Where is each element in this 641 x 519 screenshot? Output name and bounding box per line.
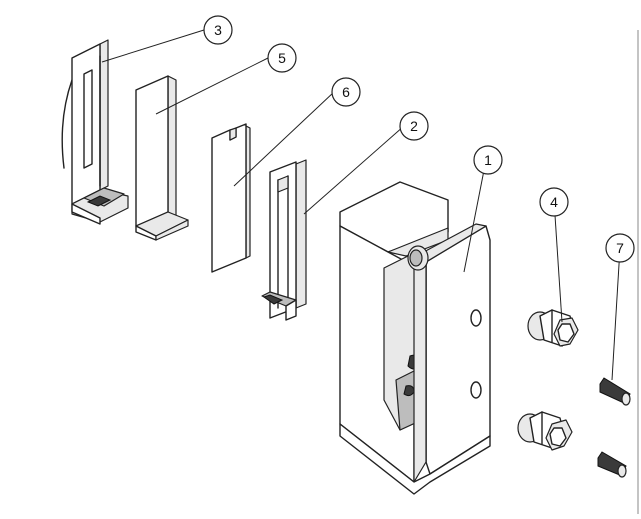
leader-7 — [611, 247, 621, 381]
callout-2-label: 2 — [410, 118, 418, 134]
part-4-hex-bushing-lower — [517, 411, 573, 451]
part-1-main-block — [339, 181, 491, 495]
part-4-hex-bushing-upper — [527, 309, 579, 347]
part-3-slotted-bracket — [61, 39, 129, 225]
leader-1 — [463, 159, 487, 273]
part-2-channel-slide — [261, 159, 307, 321]
callout-7-label: 7 — [616, 240, 624, 256]
callout-7: 7 — [605, 233, 635, 263]
part-6-notched-plate — [211, 123, 251, 273]
callout-3-label: 3 — [214, 22, 222, 38]
callout-5-label: 5 — [278, 50, 286, 66]
leader-6 — [233, 91, 335, 187]
leader-2 — [303, 125, 405, 215]
leader-3 — [101, 29, 205, 63]
leader-4 — [553, 199, 563, 323]
leader-5 — [155, 57, 269, 115]
callouts: 3 5 6 2 1 4 7 — [101, 15, 635, 381]
callout-4-label: 4 — [550, 194, 558, 210]
part-7-set-screw-upper — [599, 377, 631, 406]
callout-3: 3 — [203, 15, 233, 45]
callout-2: 2 — [399, 111, 429, 141]
callout-5: 5 — [267, 43, 297, 73]
callout-6-label: 6 — [342, 84, 350, 100]
part-7-set-screw-lower — [597, 451, 627, 478]
callout-6: 6 — [331, 77, 361, 107]
part-5-l-plate — [135, 75, 189, 241]
callout-1: 1 — [473, 145, 503, 175]
callout-4: 4 — [539, 187, 569, 217]
callout-1-label: 1 — [484, 152, 492, 168]
